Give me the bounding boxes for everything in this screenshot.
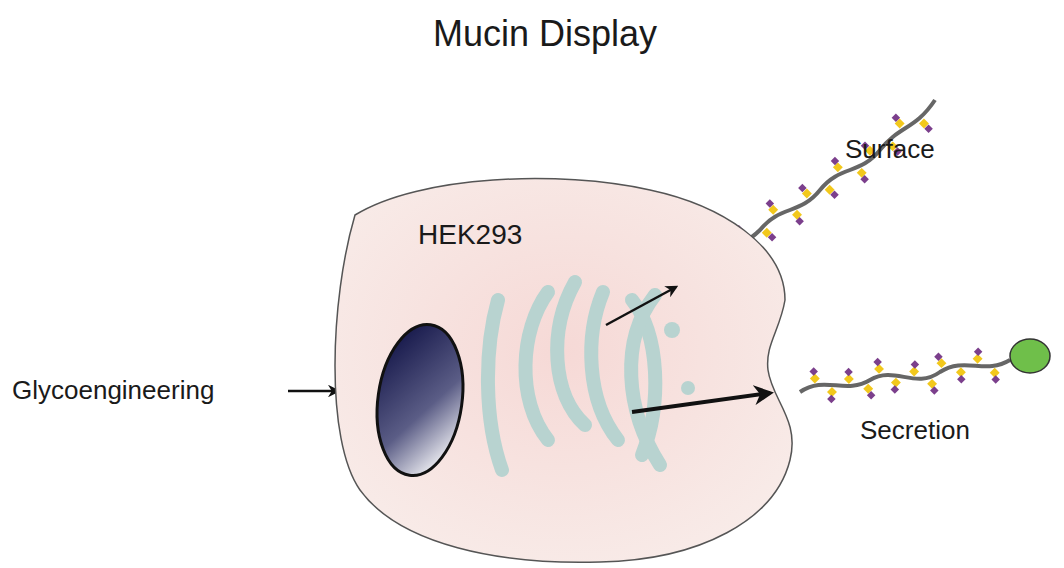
input-arrow: [288, 390, 338, 393]
cell-shape: [320, 165, 800, 568]
cell: HEK293: [320, 165, 800, 568]
cell-label: HEK293: [418, 220, 522, 251]
output-label: Surface: [845, 135, 935, 164]
process-label: Glycoengineering: [12, 376, 214, 405]
secreted-mucin: [800, 339, 1050, 403]
diagram-title: Mucin Display: [433, 14, 657, 54]
output-label: Secretion: [860, 416, 970, 445]
